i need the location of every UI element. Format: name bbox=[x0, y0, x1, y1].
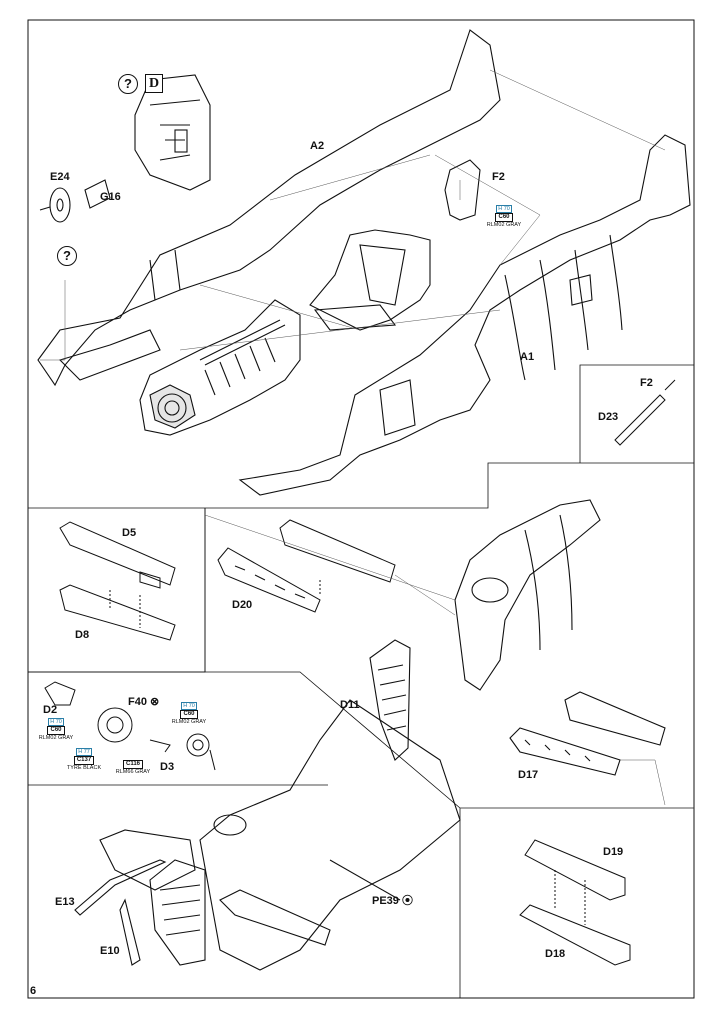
label-a1: A1 bbox=[520, 351, 535, 363]
callout-code: C60 bbox=[180, 710, 198, 720]
callout-code: C60 bbox=[47, 726, 65, 736]
label-f2-inset: F2 bbox=[640, 377, 653, 389]
label-a2: A2 bbox=[310, 140, 325, 152]
callout-ref: H 77 bbox=[76, 748, 92, 757]
color-callout-seat: H 70 C60 RLM02 GRAY bbox=[480, 205, 528, 229]
page-frame bbox=[27, 19, 695, 999]
label-d18: D18 bbox=[545, 948, 566, 960]
label-e24: E24 bbox=[50, 171, 70, 183]
callout-name: RLM02 GRAY bbox=[38, 735, 74, 742]
label-pe39: PE39 ⦿ bbox=[372, 896, 413, 907]
label-d17: D17 bbox=[518, 769, 539, 781]
label-d20: D20 bbox=[232, 599, 253, 611]
callout-ref: H 70 bbox=[496, 205, 512, 214]
callout-ref: H 70 bbox=[48, 718, 64, 727]
label-f2: F2 bbox=[492, 171, 505, 183]
inset-wire bbox=[614, 379, 676, 446]
label-f40-text: F40 bbox=[128, 696, 147, 708]
question-symbol-wheel: ? bbox=[57, 246, 77, 266]
callout-name: TYRE BLACK bbox=[66, 765, 102, 772]
label-d5: D5 bbox=[122, 527, 137, 539]
label-d3: D3 bbox=[160, 761, 175, 773]
label-f40: F40 ⊗ bbox=[128, 697, 159, 708]
callout-name: RLM66 GRAY bbox=[115, 768, 151, 775]
label-e10: E10 bbox=[100, 945, 120, 957]
drawing-d-symbol: D bbox=[145, 74, 163, 93]
question-symbol-panel: ? bbox=[118, 74, 138, 94]
leader-lines-top bbox=[40, 69, 666, 361]
color-callout-gear-right: H 70 C60 RLM02 GRAY bbox=[165, 702, 213, 726]
remove-part-icon: ⊗ bbox=[150, 696, 160, 708]
panels-d18-d19 bbox=[519, 839, 631, 966]
label-g16: G16 bbox=[100, 191, 121, 203]
label-d19: D19 bbox=[603, 846, 624, 858]
fuselage-assembly bbox=[37, 29, 691, 496]
callout-name: RLM02 GRAY bbox=[171, 719, 207, 726]
callout-name: RLM02 GRAY bbox=[486, 222, 522, 229]
tail-assembly bbox=[369, 499, 666, 776]
landing-gear bbox=[44, 681, 216, 771]
photo-etch-icon: ⦿ bbox=[401, 895, 413, 907]
label-d8: D8 bbox=[75, 629, 90, 641]
callout-ref: H 70 bbox=[181, 702, 197, 711]
color-callout-gear-left: H 70 C60 RLM02 GRAY bbox=[32, 718, 80, 742]
color-callout-rlm66: C116 RLM66 GRAY bbox=[110, 760, 156, 775]
callout-code: C116 bbox=[122, 760, 143, 769]
stabilizer-left bbox=[59, 521, 176, 641]
callout-code: C60 bbox=[495, 213, 513, 223]
color-callout-tyre: H 77 C137 TYRE BLACK bbox=[62, 748, 106, 772]
section-dividers bbox=[27, 364, 694, 998]
label-d11: D11 bbox=[340, 699, 360, 711]
label-e13: E13 bbox=[55, 896, 75, 908]
label-d23: D23 bbox=[598, 411, 619, 423]
label-pe39-text: PE39 bbox=[372, 895, 399, 907]
leader-lines-lower bbox=[204, 514, 694, 809]
label-d2: D2 bbox=[43, 704, 58, 716]
page-number: 6 bbox=[30, 985, 37, 997]
wing-lower-assembly bbox=[74, 699, 461, 971]
callout-code: C137 bbox=[73, 756, 95, 766]
